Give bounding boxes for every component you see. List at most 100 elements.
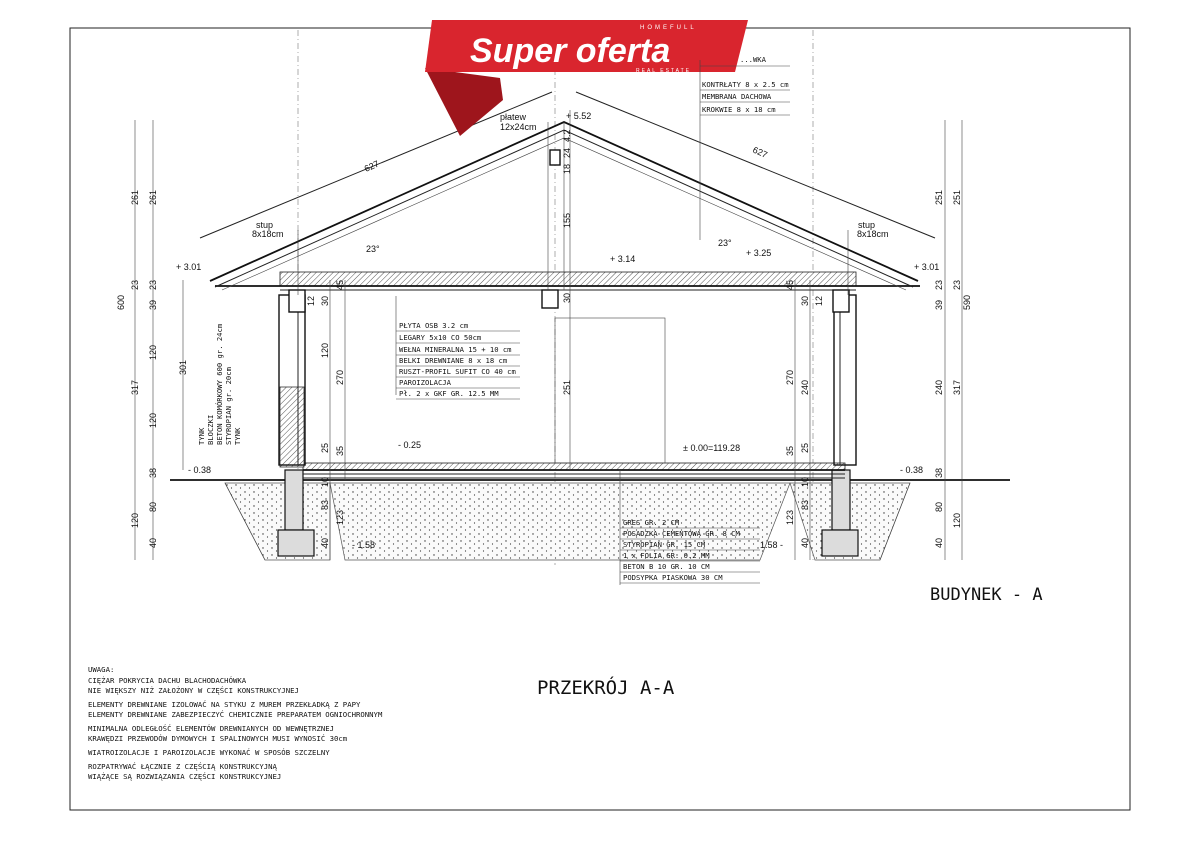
- post-right-size: 8x18cm: [857, 229, 889, 239]
- floor-layer-5: BETON B 10 GR. 10 CM: [623, 562, 710, 571]
- dim-r-23a: 23: [934, 280, 944, 290]
- foundation-left-level: - 1.58: [352, 540, 375, 550]
- floor-layer-4: 1 x FOLIA GR. 0.2 MM: [623, 551, 710, 560]
- dim-il-270: 270: [335, 370, 345, 385]
- dim-r-590: 590: [962, 295, 972, 310]
- dim-ir-123: 123: [785, 510, 795, 525]
- dim-r-38: 38: [934, 468, 944, 478]
- ceiling-layer-3: WEŁNA MINERALNA 15 + 10 cm: [399, 345, 512, 354]
- wall-left: [278, 294, 306, 468]
- note-line-9: WIĄŻĄCE SĄ ROZWIĄZANIA CZĘŚCI KONSTRUKCY…: [88, 772, 281, 781]
- wall-right: [833, 294, 857, 466]
- dim-l-317: 317: [130, 380, 140, 395]
- floor-level: ± 0.00=119.28: [683, 443, 740, 453]
- inner-right-dimensions: 45 30 12 270 240 35 25 10 83 123 40: [785, 280, 824, 548]
- ceiling-layer-5: RUSZT-PROFIL SUFIT CO 40 cm: [399, 367, 516, 376]
- level-labels: + 5.52 płatew 12x24cm + 3.01 + 3.01 + 3.…: [176, 111, 939, 550]
- ceiling-layer-7: Pł. 2 x GKF GR. 12.5 MM: [399, 389, 499, 398]
- dim-m-24: 24: [562, 148, 572, 158]
- dim-ir-35: 35: [785, 446, 795, 456]
- ceiling-level: + 3.14: [610, 254, 635, 264]
- ceiling-structure: [215, 271, 920, 313]
- floor-layer-2: POSADZKA CEMENTOWA GR. 8 CM: [623, 529, 741, 538]
- note-line-4: ELEMENTY DREWNIANE ZABEZPIECZYĆ CHEMICZN…: [88, 710, 383, 719]
- right-dimensions: 251 251 23 23 39 240 317 38 80 120 40 59…: [934, 190, 972, 548]
- dim-r-23b: 23: [952, 280, 962, 290]
- dim-r-39: 39: [934, 300, 944, 310]
- banner-brand-top: HOMEFULL: [640, 25, 697, 31]
- dim-il-10: 10: [320, 477, 330, 487]
- note-line-6: KRAWĘDZI PRZEWODÓW DYMOWYCH I SPALINOWYC…: [88, 734, 348, 743]
- banner-brand-bottom: REAL ESTATE: [636, 68, 691, 74]
- dim-il-83: 83: [320, 500, 330, 510]
- dim-il-40: 40: [320, 538, 330, 548]
- ceiling-layer-6: PAROIZOLACJA: [399, 378, 452, 387]
- angle-left: 23°: [366, 244, 380, 254]
- ridge-level: + 5.52: [566, 111, 591, 121]
- ground-left-level: - 0.38: [188, 465, 211, 475]
- ceiling-layer-4: BELKI DREWNIANE 8 x 18 cm: [399, 356, 507, 365]
- dim-m-155: 155: [562, 213, 572, 228]
- notes-block: UWAGA: CIĘŻAR POKRYCIA DACHU BLACHODACHÓ…: [88, 665, 383, 781]
- eave-left-level: + 3.01: [176, 262, 201, 272]
- dim-ir-30: 30: [800, 296, 810, 306]
- step-level: - 0.25: [398, 440, 421, 450]
- dim-m-42: 4.2: [562, 129, 572, 142]
- note-line-3: ELEMENTY DREWNIANE IZOLOWAĆ NA STYKU Z M…: [88, 700, 361, 709]
- wall-layer-list: TYNK BLOCZKI BETON KOMÓRKOWY 600 gr. 24c…: [197, 324, 242, 445]
- note-line-2: NIE WIĘKSZY NIŻ ZAŁOŻONY W CZĘŚCI KONSTR…: [88, 686, 299, 695]
- dim-m-30: 30: [562, 293, 572, 303]
- dim-ir-40: 40: [800, 538, 810, 548]
- dim-m-251: 251: [562, 380, 572, 395]
- roof-layer-list: ...WKA KONTRŁATY 8 x 2.5 cm MEMBRANA DAC…: [699, 55, 790, 240]
- banner-fold: [425, 68, 503, 136]
- purlin-label: płatew: [500, 112, 527, 122]
- dim-l-38: 38: [148, 468, 158, 478]
- dim-ir-12: 12: [814, 296, 824, 306]
- dim-l-23a: 23: [130, 280, 140, 290]
- dim-il-30: 30: [320, 296, 330, 306]
- wall-layer-4: STYROPIAN gr. 20cm: [224, 367, 233, 445]
- post-left-label: stup: [256, 220, 273, 230]
- dim-l-261a: 261: [130, 190, 140, 205]
- angle-right: 23°: [718, 238, 732, 248]
- roof-layer-1: ...WKA: [740, 55, 767, 64]
- wall-layer-3: BETON KOMÓRKOWY 600 gr. 24cm: [215, 324, 224, 445]
- ceiling-layer-1: PŁYTA OSB 3.2 cm: [399, 321, 468, 330]
- purlin-size: 12x24cm: [500, 122, 537, 132]
- floor-layer-list: GRES GR. 2 CM POSADZKA CEMENTOWA GR. 8 C…: [619, 470, 760, 585]
- dim-ir-45: 45: [785, 280, 795, 290]
- dim-il-35: 35: [335, 446, 345, 456]
- post-right-label: stup: [858, 220, 875, 230]
- dim-r-251b: 251: [952, 190, 962, 205]
- banner-title: Super oferta: [470, 32, 670, 70]
- banner-body: [425, 20, 748, 72]
- wall-layer-2: BLOCZKI: [206, 415, 215, 445]
- dim-l-301: 301: [178, 360, 188, 375]
- foundation-right-level: 1.58 -: [760, 540, 783, 550]
- dim-ir-240: 240: [800, 380, 810, 395]
- dim-l-80: 80: [148, 502, 158, 512]
- wall-layer-1: TYNK: [197, 427, 206, 445]
- dim-r-80: 80: [934, 502, 944, 512]
- ground-right-level: - 0.38: [900, 465, 923, 475]
- roof: [199, 91, 936, 295]
- dim-r-251a: 251: [934, 190, 944, 205]
- note-line-1: CIĘŻAR POKRYCIA DACHU BLACHODACHÓWKA: [88, 676, 247, 685]
- section-title: PRZEKRÓJ A-A: [537, 675, 675, 699]
- dim-r-317: 317: [952, 380, 962, 395]
- dim-ir-10: 10: [800, 477, 810, 487]
- dim-il-12: 12: [306, 296, 316, 306]
- dim-r-120: 120: [952, 513, 962, 528]
- dim-il-25: 25: [320, 443, 330, 453]
- floor-layer-1: GRES GR. 2 CM: [623, 518, 680, 527]
- dim-il-123: 123: [335, 510, 345, 525]
- dim-ir-83: 83: [800, 500, 810, 510]
- dim-ir-25: 25: [800, 443, 810, 453]
- rafter-length-right: 627: [751, 145, 769, 160]
- inner-left-dimensions: 12 30 45 120 270 25 35 10 83 123 40: [306, 280, 345, 548]
- door-outline: [554, 317, 666, 464]
- dim-l-600: 600: [116, 295, 126, 310]
- note-line-7: WIATROIZOLACJE I PAROIZOLACJE WYKONAĆ W …: [88, 748, 330, 757]
